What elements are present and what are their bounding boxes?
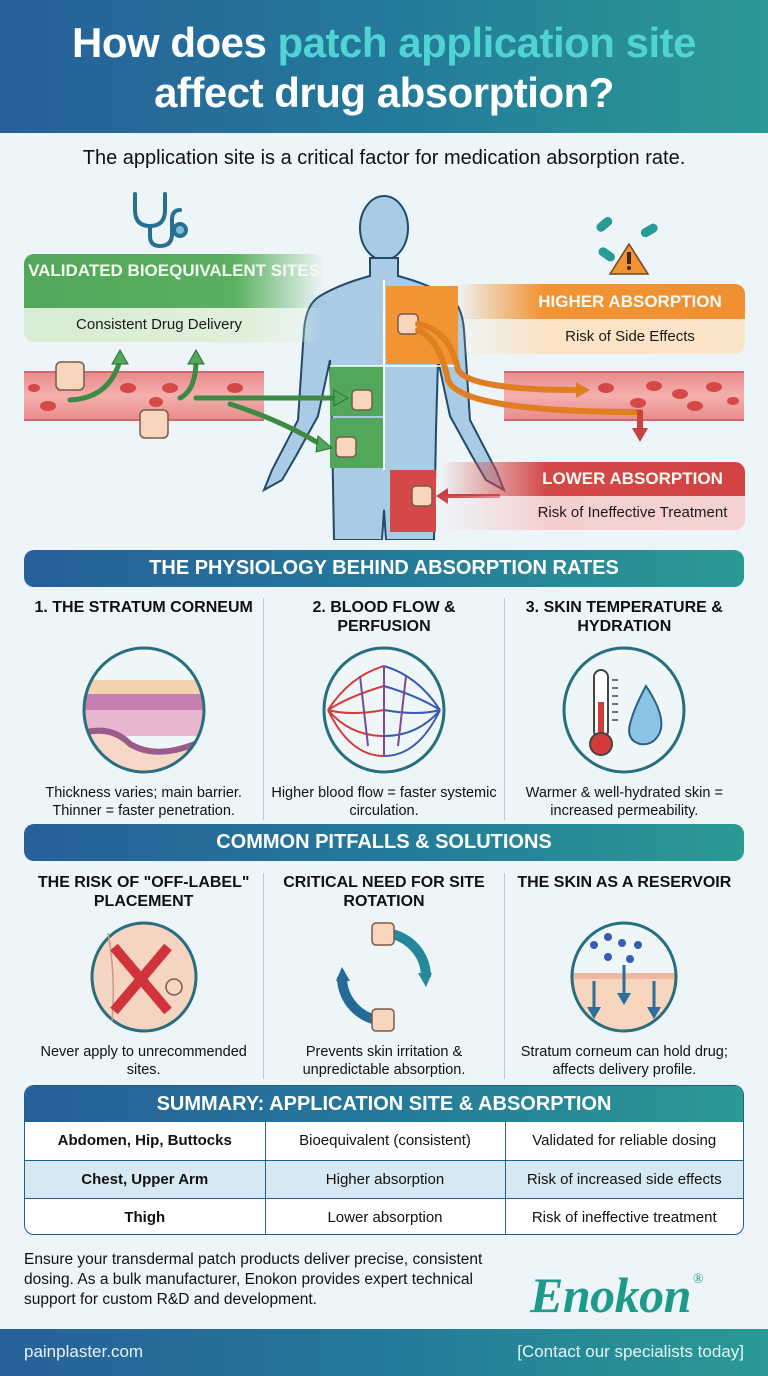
pitfalls-columns: THE RISK OF "OFF-LABEL" PLACEMENT Never … [24,873,744,1079]
patch-icon [55,313,433,507]
pitfall-item: THE RISK OF "OFF-LABEL" PLACEMENT Never … [37,874,250,1078]
title-accent: patch application site [277,19,697,66]
table-row: Chest, Upper Arm Higher absorption Risk … [25,1160,743,1199]
summary-table: SUMMARY: APPLICATION SITE & ABSORPTION A… [24,1085,744,1235]
pitfall-item: CRITICAL NEED FOR SITE ROTATION Prevents… [263,873,503,1079]
table-row: Thigh Lower absorption Risk of ineffecti… [25,1198,743,1234]
table-row: Abdomen, Hip, Buttocks Bioequivalent (co… [25,1122,743,1161]
thermometer-droplet-icon [560,646,688,774]
physiology-item: 3. SKIN TEMPERATURE & HYDRATION Warmer &… [503,598,744,820]
bottom-bar: painplaster.com [Contact our specialists… [0,1329,768,1376]
contact-cta-link[interactable]: [Contact our specialists today] [517,1342,744,1361]
hero-diagram: VALIDATED BIOEQUIVALENT SITES Consistent… [0,180,768,540]
higher-absorption-label: HIGHER ABSORPTION Risk of Side Effects [455,284,745,354]
subtitle: The application site is a critical facto… [82,147,686,169]
green-arrows [67,357,339,447]
pills-warning-icon [596,216,658,275]
body-diagram-graphic [24,192,744,540]
page-title: How does patch application site affect d… [72,19,697,116]
validated-sites-label: VALIDATED BIOEQUIVALENT SITES Consistent… [24,254,324,342]
physiology-item: 1. THE STRATUM CORNEUM Thickness varies;… [34,599,253,819]
enokon-logo: Enokon® [530,1267,704,1323]
summary-title: SUMMARY: APPLICATION SITE & ABSORPTION [25,1086,743,1122]
red-x-icon [88,921,200,1033]
website-link[interactable]: painplaster.com [24,1342,144,1361]
pitfalls-section-title: COMMON PITFALLS & SOLUTIONS [24,824,744,861]
capillary-network-icon [320,646,448,774]
lower-absorption-label: LOWER ABSORPTION Risk of Ineffective Tre… [440,462,745,530]
rotation-cycle-icon [328,921,440,1033]
pitfall-item: THE SKIN AS A RESERVOIR Stratum corneum … [503,873,744,1079]
physiology-columns: 1. THE STRATUM CORNEUM Thickness varies;… [24,598,744,820]
skin-reservoir-icon [568,921,680,1033]
skin-layers-icon [80,646,208,774]
footer-description: Ensure your transdermal patch products d… [24,1251,483,1308]
stethoscope-icon [133,192,188,249]
header-banner: How does patch application site affect d… [0,0,768,133]
physiology-section-title: THE PHYSIOLOGY BEHIND ABSORPTION RATES [24,550,744,587]
physiology-item: 2. BLOOD FLOW & PERFUSION Higher blood f… [263,598,503,820]
